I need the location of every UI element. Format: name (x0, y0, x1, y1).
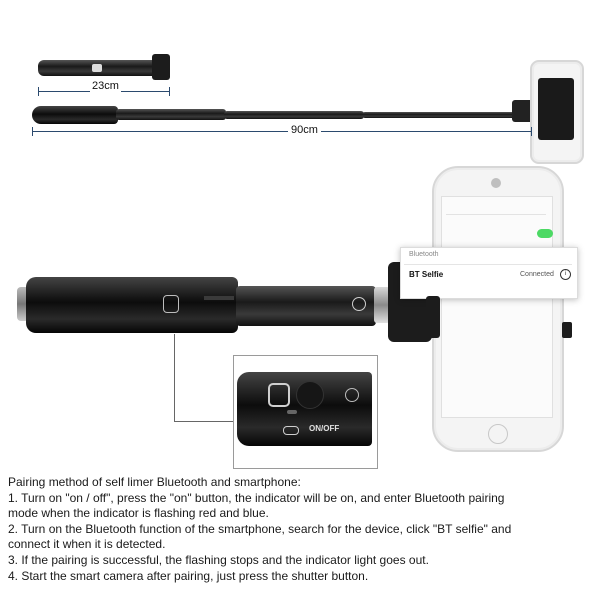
folded-stick-clamp (152, 54, 170, 80)
extended-stick-head (512, 100, 534, 122)
main-stick-shutter-button (163, 295, 179, 313)
phone-screen-row (446, 214, 546, 215)
callout-line-vertical (174, 334, 175, 422)
instruction-line: 1. Turn on "on / off", press the "on" bu… (8, 490, 505, 505)
phone-clamp-left (426, 296, 440, 338)
remote-shutter-button (268, 383, 290, 407)
extended-stick-handle (32, 106, 118, 124)
main-stick-handle (26, 277, 238, 333)
popup-row-1: Bluetooth (409, 251, 439, 258)
bt-selfie-device[interactable]: BT Selfie (409, 270, 444, 279)
extended-length-label: 90cm (288, 124, 321, 136)
instruction-line: 2. Turn on the Bluetooth function of the… (8, 521, 512, 536)
device-info-icon[interactable]: i (560, 269, 571, 280)
instruction-line: 3. If the pairing is successful, the fla… (8, 552, 429, 567)
phone-clamp-right (562, 322, 572, 338)
instruction-line: mode when the indicator is flashing red … (8, 506, 269, 521)
popup-divider (404, 264, 572, 265)
folded-dimension-tick-left (38, 87, 39, 96)
top-phone-clamp (538, 78, 574, 140)
remote-indicator-light (287, 410, 297, 414)
phone-home-button (488, 424, 508, 444)
instruction-line: 4. Start the smart camera after pairing,… (8, 568, 369, 583)
extended-stick-tube-3 (362, 112, 517, 118)
main-stick-brand-text (204, 296, 234, 300)
instructions-title: Pairing method of self limer Bluetooth a… (8, 475, 301, 489)
extended-dimension-tick-right (531, 127, 532, 136)
bluetooth-device-popup (400, 247, 578, 299)
callout-line-horizontal (174, 421, 234, 422)
extended-stick-tube-1 (116, 109, 226, 120)
instruction-line: connect it when it is detected. (8, 537, 166, 552)
extended-dimension-tick-left (32, 127, 33, 136)
extended-dimension-line (32, 131, 532, 132)
remote-small-button (345, 388, 359, 402)
device-status: Connected (520, 271, 554, 278)
bluetooth-toggle[interactable] (537, 229, 553, 238)
folded-stick-button (92, 64, 102, 72)
folded-dimension-tick-right (169, 87, 170, 96)
phone-screen (441, 196, 553, 418)
main-stick-joint (374, 287, 390, 323)
pairing-instructions: Pairing method of self limer Bluetooth a… (8, 475, 596, 584)
remote-switch-icon (283, 426, 299, 435)
folded-selfie-stick (38, 60, 168, 76)
remote-switch-label: ON/OFF (309, 424, 340, 433)
main-stick-tube-button (352, 297, 366, 311)
folded-length-label: 23cm (90, 80, 121, 92)
phone-camera (491, 178, 501, 188)
extended-stick-tube-2 (224, 111, 364, 119)
remote-round-button (296, 381, 324, 409)
